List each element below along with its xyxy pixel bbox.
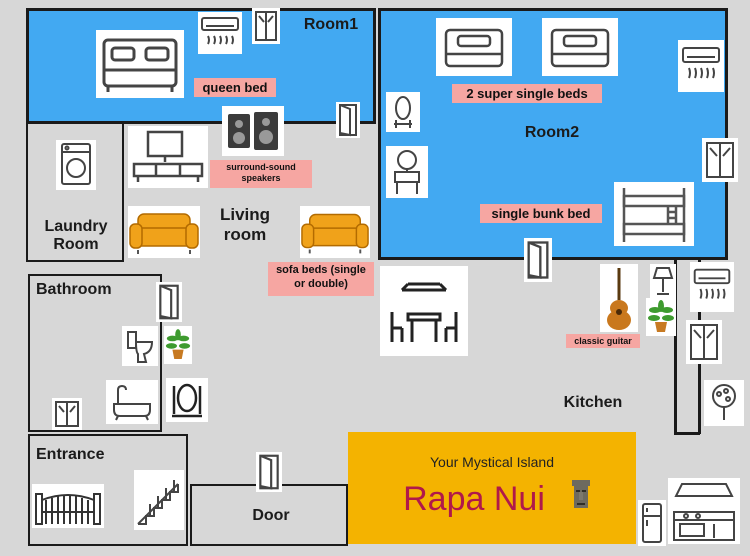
guitar-icon [600,264,638,332]
wardrobe-icon [686,320,722,364]
air-conditioner-icon [678,40,724,92]
entrance-area [28,434,188,546]
air-conditioner-icon [690,262,734,312]
queen-bed-icon [96,30,184,98]
wardrobe-icon [252,8,280,44]
sofa-beds-tag: sofa beds (single or double) [268,262,374,296]
rapa-nui-banner: Your Mystical Island Rapa Nui [348,432,636,544]
lamp-icon [650,264,676,298]
queen-bed-tag: queen bed [194,78,276,97]
mirror-icon [386,92,420,132]
living-room-label: Living room [219,205,271,244]
door-icon [524,238,552,282]
single-bed-icon [542,18,618,76]
plant-icon [164,326,192,364]
room2-label: Room2 [524,124,580,141]
vanity-icon [386,146,428,198]
speakers-icon [222,106,284,156]
dining-table-icon [380,266,468,356]
single-bed-icon [436,18,512,76]
super-single-beds-tag: 2 super single beds [452,84,602,103]
speakers-tag: surround-sound speakers [210,160,312,188]
banner-subtitle: Your Mystical Island [430,454,554,470]
guitar-tag: classic guitar [566,334,640,348]
entrance-label: Entrance [36,446,105,463]
bathroom-label: Bathroom [36,281,112,298]
toilet-icon [122,326,158,366]
wardrobe-icon [702,138,738,182]
sofa-icon [128,206,200,258]
door-icon [336,102,360,138]
air-conditioner-icon [198,12,242,54]
kitchen-icon [668,478,740,544]
mirror-icon [166,378,208,422]
banner-title: Rapa Nui [403,480,545,518]
moai-icon [566,476,596,514]
fridge-icon [638,500,666,546]
cabinet-icon [52,398,82,430]
tv-stand-icon [128,126,208,188]
bunk-bed-icon [614,182,694,246]
bathroom-area [28,274,162,432]
bunk-bed-tag: single bunk bed [480,204,602,223]
kitchen-label: Kitchen [563,394,623,411]
door-label: Door [252,507,290,524]
bathtub-icon [106,380,158,424]
room1-label: Room1 [303,16,359,33]
kitchen-wall [674,258,677,434]
door-icon [256,452,282,492]
laundry-room-area [26,122,124,262]
washing-machine-icon [56,140,96,190]
stairs-icon [134,470,184,530]
kitchen-wall-bottom [674,432,700,435]
door-icon [156,282,182,322]
tree-icon [704,380,744,426]
laundry-room-label: Laundry Room [44,218,108,254]
sofa-icon [300,206,370,258]
gate-icon [32,484,104,528]
plant-icon [646,298,676,336]
